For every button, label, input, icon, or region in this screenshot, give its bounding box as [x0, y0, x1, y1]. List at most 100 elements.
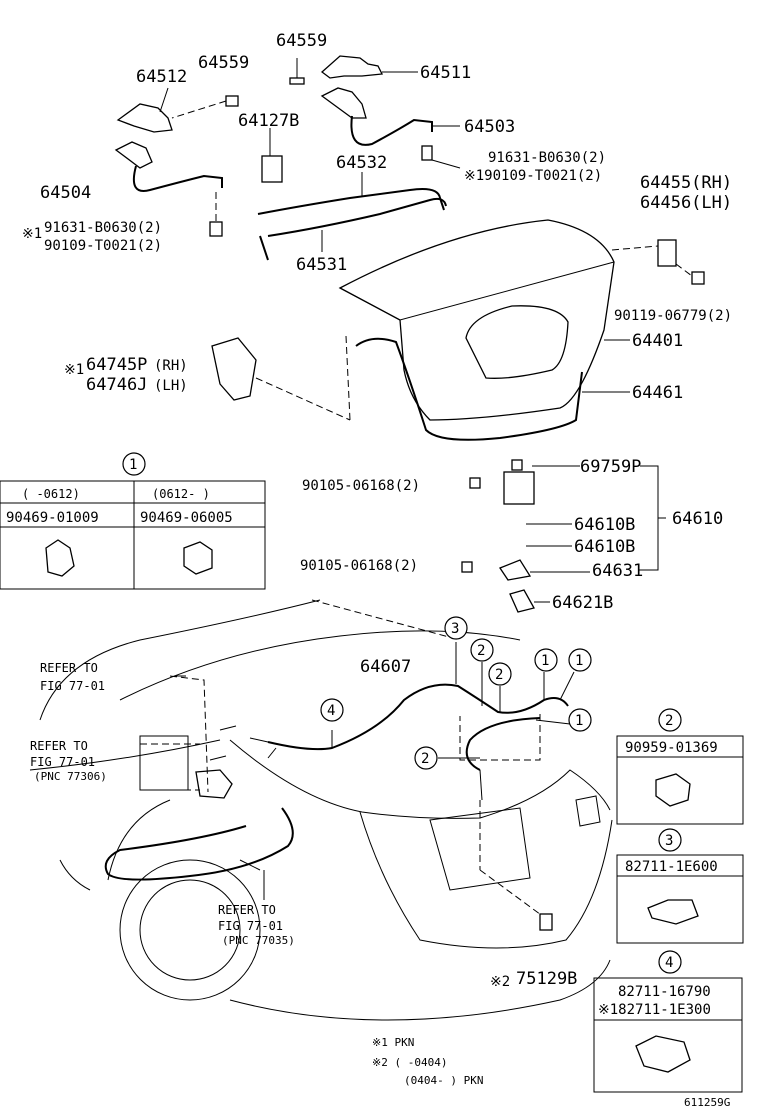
label-mark2: ※2 [490, 974, 510, 990]
hinge-64511 [320, 55, 418, 79]
label-64511: 64511 [420, 63, 471, 83]
figure-id: 611259G [684, 1096, 730, 1109]
label-64504: 64504 [40, 183, 91, 203]
weatherstrip-64461 [355, 337, 630, 441]
part-labels: 64559 64559 64512 64511 64127B 64503 645… [22, 31, 732, 1109]
bracket-64455 [611, 239, 677, 267]
refer-3-line3: (PNC 77035) [222, 934, 295, 947]
box4-clip: 4 82711-16790 ※182711-1E300 [593, 950, 743, 1093]
label-90105-a: 90105-06168(2) [302, 478, 420, 494]
hinge-64504 [114, 141, 223, 192]
label-64559-left: 64559 [198, 53, 249, 73]
label-90105-b: 90105-06168(2) [300, 558, 418, 574]
box1-col1-header: ( -0612) [22, 487, 80, 501]
callout-1-a: 1 [541, 653, 549, 669]
refer-1-line1: REFER TO [40, 661, 98, 675]
hinge-64503 [320, 87, 460, 146]
label-64531: 64531 [296, 255, 347, 275]
callout-4: 4 [327, 703, 335, 719]
label-90109-left: 90109-T0021(2) [44, 238, 162, 254]
callout-2-c: 2 [421, 751, 429, 767]
car-rear-body [29, 599, 613, 1021]
callout-3: 3 [451, 621, 459, 637]
label-mark1: ※1 [22, 226, 42, 242]
callout-2-a: 2 [477, 643, 485, 659]
trunk-lid-64401 [338, 219, 630, 421]
bolt-91631-right [421, 145, 461, 169]
release-cable-64607 [104, 675, 569, 931]
note-pkn-2b: (0404- ) PKN [404, 1074, 483, 1087]
label-64455: 64455(RH) [640, 173, 732, 193]
refer-3-line1: REFER TO [218, 903, 276, 917]
label-69759p: 69759P [580, 457, 641, 477]
clip-icon-82711-1e600 [647, 899, 699, 925]
box1-number: 1 [129, 457, 137, 473]
bolt-91631-left [209, 192, 223, 237]
label-rh: (RH) [154, 358, 188, 374]
label-mark1-bracket: ※1 [64, 362, 84, 378]
box1-col2-part: 90469-06005 [140, 510, 233, 526]
box3-clip: 3 82711-1E600 [616, 828, 744, 944]
note-pkn-1: ※1 PKN [372, 1036, 414, 1049]
clip-icon-90469-01009 [45, 539, 75, 577]
box1-clip-table: ( -0612) (0612- ) 90469-01009 90469-0600… [0, 480, 266, 590]
refer-1-line2: FIG 77-01 [40, 679, 105, 693]
label-75129b: 75129B [516, 969, 577, 989]
callout-leaders [438, 642, 575, 759]
refer-2-line2: FIG 77-01 [30, 755, 95, 769]
label-91631-right: 91631-B0630(2) [488, 150, 606, 166]
label-64745: 64745P [86, 355, 147, 375]
box2-clip: 2 90959-01369 [616, 708, 744, 825]
refer-2-line3: (PNC 77306) [34, 770, 107, 783]
box3-part: 82711-1E600 [625, 859, 718, 875]
clip-icon-82711-16790 [635, 1035, 691, 1073]
hinge-64512 [116, 87, 173, 133]
label-64512: 64512 [136, 67, 187, 87]
label-64461: 64461 [632, 383, 683, 403]
callout-2-b: 2 [495, 667, 503, 683]
torsion-bar-64532 [257, 172, 445, 215]
label-lh: (LH) [154, 378, 188, 394]
box3-number: 3 [665, 833, 673, 849]
label-64607: 64607 [360, 657, 411, 677]
refer-3-line2: FIG 77-01 [218, 919, 283, 933]
label-64456: 64456(LH) [640, 193, 732, 213]
label-64503: 64503 [464, 117, 515, 137]
callout-1-c: 1 [575, 713, 583, 729]
bracket-64745 [211, 335, 351, 421]
note-pkn-2a: ※2 ( -0404) [372, 1056, 447, 1069]
box2-part: 90959-01369 [625, 740, 718, 756]
box4-number: 4 [665, 955, 673, 971]
label-91631-left: 91631-B0630(2) [44, 220, 162, 236]
label-90109-right: ※190109-T0021(2) [464, 168, 602, 184]
box4-part2: ※182711-1E300 [598, 1002, 711, 1018]
clip-64127b [261, 128, 283, 183]
label-64746: 64746J [86, 375, 147, 395]
clip-icon-90959 [655, 773, 691, 807]
box2-number: 2 [665, 713, 673, 729]
box1-col1-part: 90469-01009 [6, 510, 99, 526]
label-64127b: 64127B [238, 111, 299, 131]
bolt-64559-left [171, 95, 239, 119]
bolt-90119 [675, 263, 705, 285]
label-64559-top: 64559 [276, 31, 327, 51]
label-64610: 64610 [672, 509, 723, 529]
lock-assembly-64610 [461, 459, 666, 613]
label-64631: 64631 [592, 561, 643, 581]
label-90119: 90119-06779(2) [614, 308, 732, 324]
refer-2-line1: REFER TO [30, 739, 88, 753]
box4-part1: 82711-16790 [618, 984, 711, 1000]
label-64401: 64401 [632, 331, 683, 351]
callout-circles: 3 2 2 1 1 1 2 4 1 [122, 452, 592, 770]
label-64610b-b: 64610B [574, 537, 635, 557]
bolt-64559-top [289, 58, 305, 85]
callout-1-b: 1 [575, 653, 583, 669]
label-64621b: 64621B [552, 593, 613, 613]
clip-icon-90469-06005 [183, 541, 213, 575]
torsion-bar-64531 [259, 197, 447, 261]
label-64532: 64532 [336, 153, 387, 173]
box1-col2-header: (0612- ) [152, 487, 210, 501]
label-64610b-a: 64610B [574, 515, 635, 535]
